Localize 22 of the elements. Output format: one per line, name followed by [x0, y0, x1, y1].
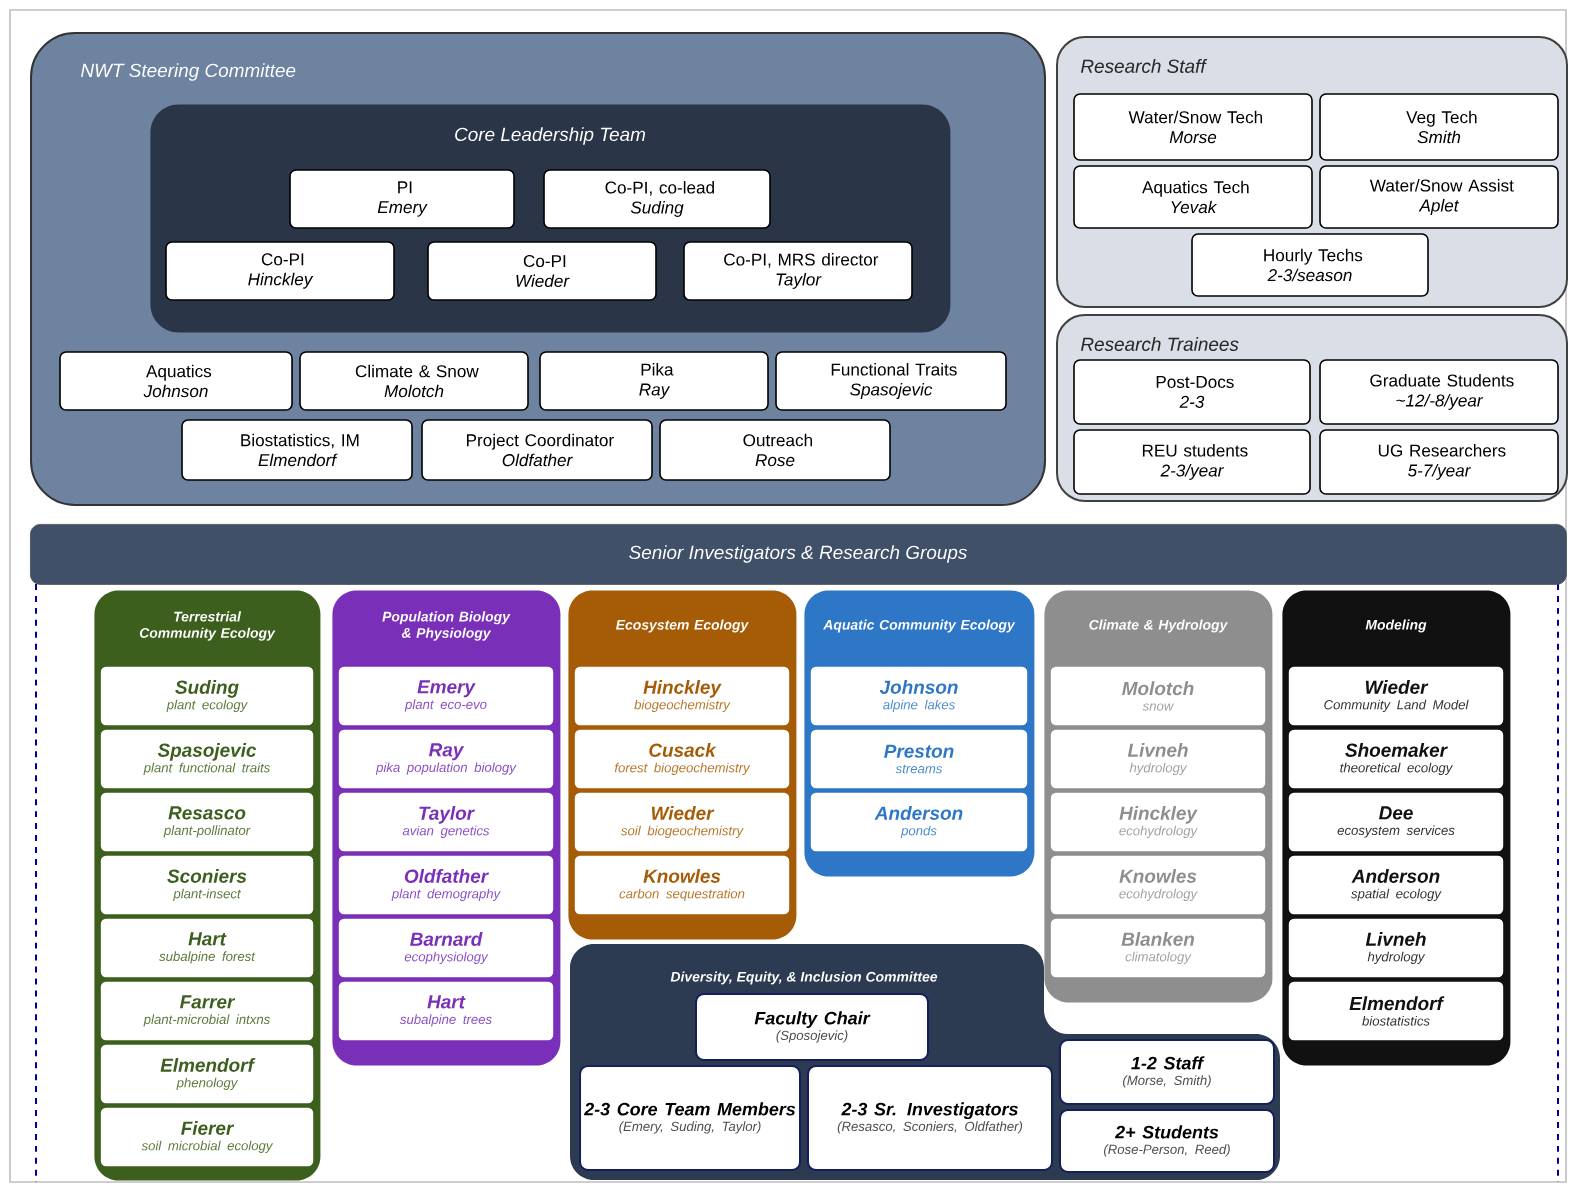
role-box: Functional Traits Spasojevic [775, 351, 1007, 411]
role-box: Co-PI, MRS director Taylor [683, 241, 913, 301]
role-box: Aquatics Tech Yevak [1073, 165, 1313, 229]
role-box: Water/Snow Tech Morse [1073, 93, 1313, 161]
role-box: REU students 2-3/year [1073, 429, 1311, 495]
role-box: Graduate Students ~12/-8/year [1319, 359, 1559, 425]
role-box: Biostatistics, IM Elmendorf [181, 419, 413, 481]
role-box: Post-Docs 2-3 [1073, 359, 1311, 425]
role-box: Pika Ray [539, 351, 769, 411]
role-box: Aquatics Johnson [59, 351, 293, 411]
role-box: UG Researchers 5-7/year [1319, 429, 1559, 495]
role-box: Outreach Rose [659, 419, 891, 481]
role-box: Climate & Snow Molotch [299, 351, 529, 411]
role-box: Co-PI Wieder [427, 241, 657, 301]
role-box: Co-PI, co-lead Suding [543, 169, 771, 229]
role-box: PI Emery [289, 169, 515, 229]
role-box: Hourly Techs 2-3/season [1191, 233, 1429, 297]
role-box: Co-PI Hinckley [165, 241, 395, 301]
section-band: Senior Investigators & Research Groups [30, 524, 1567, 585]
role-box: Project Coordinator Oldfather [421, 419, 653, 481]
role-box: Veg Tech Smith [1319, 93, 1559, 161]
role-box: Water/Snow Assist Aplet [1319, 165, 1559, 229]
